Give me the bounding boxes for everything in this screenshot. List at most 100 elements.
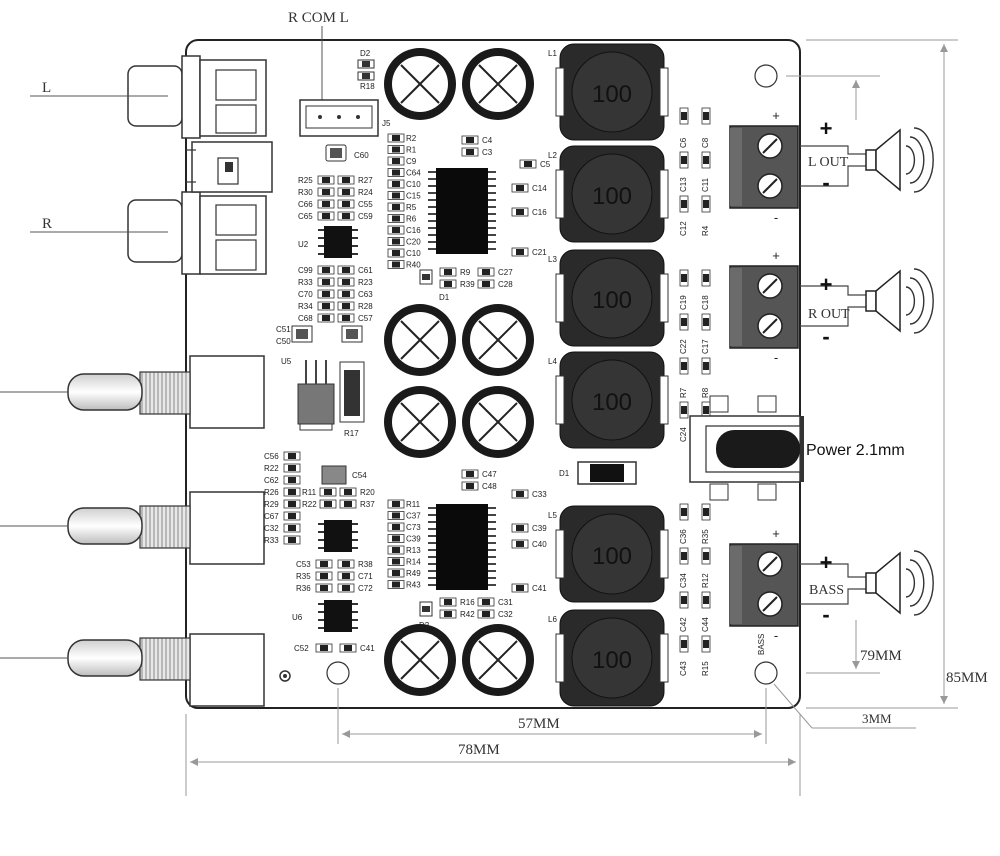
label-c44: C44	[701, 617, 710, 632]
amp-chip-top	[436, 168, 488, 254]
label-c41: C41	[360, 644, 375, 653]
label-r33: R33	[298, 278, 313, 287]
speaker-icon	[800, 127, 934, 193]
label-c33: C33	[532, 490, 547, 499]
label-c39: C39	[406, 535, 421, 544]
label-r28: R28	[358, 302, 373, 311]
electrolytic-capacitor	[462, 624, 534, 696]
mounting-hole-bottom-left	[326, 661, 350, 685]
dim-57mm: 57MM	[518, 716, 560, 732]
d2-top-label: D2	[360, 49, 371, 58]
potentiometer-1[interactable]	[0, 355, 265, 429]
speaker-icon	[800, 268, 934, 334]
inductor-l5: 100	[555, 505, 669, 603]
terminal-r-out	[729, 265, 799, 349]
inductor-id: L3	[548, 255, 557, 264]
label-r35: R35	[296, 572, 311, 581]
label-c14: C14	[532, 184, 547, 193]
dim-3mm: 3MM	[862, 711, 892, 726]
chip-mid	[318, 520, 358, 552]
speaker-plus: +	[820, 550, 833, 575]
dim-78mm: 78MM	[458, 742, 500, 758]
label-r11: R11	[302, 488, 317, 497]
label-r24: R24	[358, 188, 373, 197]
label-c12: C12	[679, 221, 688, 236]
inductor-id: L1	[548, 49, 557, 58]
electrolytic-capacitor	[462, 386, 534, 458]
electrolytic-capacitor	[384, 48, 456, 120]
speaker-minus: -	[822, 324, 829, 349]
label-c47: C47	[482, 470, 497, 479]
label-c66: C66	[298, 200, 313, 209]
chip-u6	[318, 600, 358, 632]
label-c22: C22	[679, 339, 688, 354]
label-r12: R12	[701, 573, 710, 588]
label-c70: C70	[298, 290, 313, 299]
speaker-icon	[800, 550, 934, 616]
mounting-hole-top-right	[754, 64, 778, 88]
label-r8: R8	[701, 387, 710, 398]
label-c99: C99	[298, 266, 313, 275]
bass-out-label: BASS	[809, 583, 844, 598]
label-r23: R23	[358, 278, 373, 287]
speaker-plus: +	[820, 272, 833, 297]
label-r20: R20	[360, 488, 375, 497]
label-c20: C20	[406, 238, 421, 247]
r-com-l-label: R COM L	[288, 10, 349, 26]
left-input-label: L	[42, 80, 51, 96]
label-r38: R38	[358, 560, 373, 569]
power-label: Power 2.1mm	[806, 442, 905, 459]
input-switch	[186, 141, 273, 193]
label-c4: C4	[482, 136, 493, 145]
dimension-lines	[185, 39, 958, 796]
label-r30: R30	[298, 188, 313, 197]
label-c61: C61	[358, 266, 373, 275]
inductor-l1: 100	[555, 43, 669, 141]
potentiometer-bass[interactable]	[0, 633, 265, 707]
label-c41: C41	[532, 584, 547, 593]
label-c3: C3	[482, 148, 493, 157]
label-c55: C55	[358, 200, 373, 209]
label-c32: C32	[264, 524, 279, 533]
u6-label: U6	[292, 613, 303, 622]
label-r42: R42	[460, 610, 475, 619]
r-out-label: R OUT	[808, 307, 850, 322]
label-c65: C65	[298, 212, 313, 221]
j5-connector	[299, 99, 379, 137]
label-r9: R9	[460, 268, 471, 277]
label-c27: C27	[498, 268, 513, 277]
label-c36: C36	[679, 529, 688, 544]
inductor-l2: 100	[555, 145, 669, 243]
label-c9: C9	[406, 157, 417, 166]
speaker-plus: +	[820, 116, 833, 141]
d2-bottom-label: D2	[419, 621, 430, 630]
terminal-l-out	[729, 125, 799, 209]
electrolytic-capacitor	[462, 48, 534, 120]
d1-top-label: D1	[439, 293, 450, 302]
label-c71: C71	[358, 572, 373, 581]
d1-label: D1	[559, 469, 570, 478]
label-r25: R25	[298, 176, 313, 185]
label-c43: C43	[679, 661, 688, 676]
label-c42: C42	[679, 617, 688, 632]
label-c64: C64	[406, 169, 421, 178]
mounting-hole-bottom-right	[754, 661, 778, 685]
inductor-l3: 100	[555, 249, 669, 347]
label-r29: R29	[264, 500, 279, 509]
potentiometer-2[interactable]	[0, 491, 265, 565]
electrolytic-capacitor	[384, 624, 456, 696]
label-c37: C37	[406, 512, 421, 521]
inductor-l6: 100	[555, 609, 669, 707]
terminal-bass	[729, 543, 799, 627]
c50-label: C50	[276, 337, 291, 346]
label-c11: C11	[701, 177, 710, 192]
l-out-label: L OUT	[808, 155, 849, 170]
label-r27: R27	[358, 176, 373, 185]
label-c67: C67	[264, 512, 279, 521]
label-r37: R37	[360, 500, 375, 509]
label-c24: C24	[679, 427, 688, 442]
label-c73: C73	[406, 523, 421, 532]
electrolytic-capacitor	[462, 304, 534, 376]
r18-label: R18	[360, 82, 375, 91]
chip-u2	[318, 226, 358, 258]
